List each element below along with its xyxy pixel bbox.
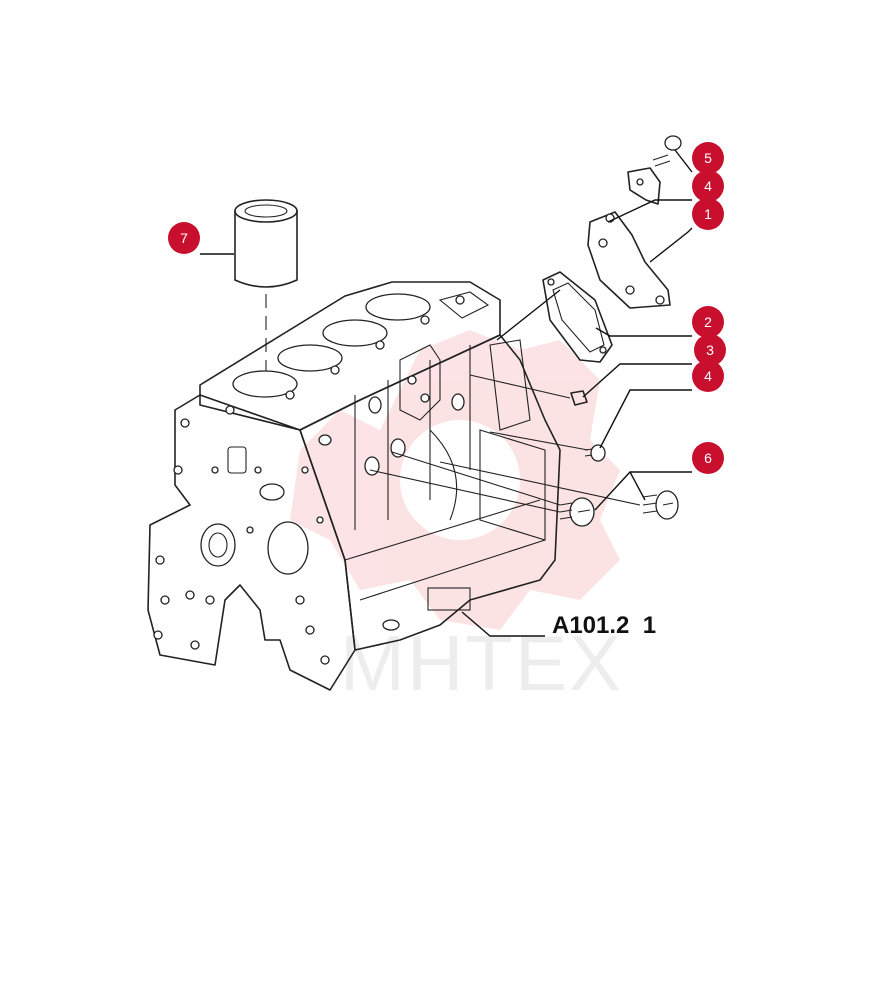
callout-2-label: 2	[704, 314, 712, 330]
watermark-text: MHTEX	[340, 619, 623, 707]
callout-5: 5	[692, 142, 724, 174]
callout-4-top: 4	[692, 170, 724, 202]
callout-7: 7	[168, 222, 200, 254]
diagram-reference-code: A101.2 1	[552, 612, 656, 639]
cylinder-liner	[234, 199, 298, 390]
callout-1-label: 1	[704, 206, 712, 222]
callout-2: 2	[692, 306, 724, 338]
oil-pressure-plug	[627, 135, 682, 205]
plug-screw-1	[559, 497, 595, 527]
callout-6: 6	[692, 442, 724, 474]
assembly-lines	[369, 374, 641, 513]
leader-lines	[200, 149, 693, 637]
callout-7-label: 7	[180, 230, 188, 246]
watermark-logo	[290, 330, 620, 630]
engine-block	[147, 281, 561, 691]
callout-4-top-label: 4	[704, 178, 712, 194]
bracket-gasket	[542, 271, 613, 363]
callout-3-label: 3	[706, 342, 714, 358]
callout-6-label: 6	[704, 450, 712, 466]
callout-3: 3	[694, 334, 726, 366]
callout-4-bottom-label: 4	[704, 368, 712, 384]
callout-1: 1	[692, 198, 724, 230]
mounting-bracket	[587, 211, 671, 309]
callout-4-bottom: 4	[692, 360, 724, 392]
callout-5-label: 5	[704, 150, 712, 166]
plug-small-2	[584, 444, 606, 462]
plug-small-1	[570, 390, 588, 406]
plug-screw-2	[642, 490, 679, 520]
